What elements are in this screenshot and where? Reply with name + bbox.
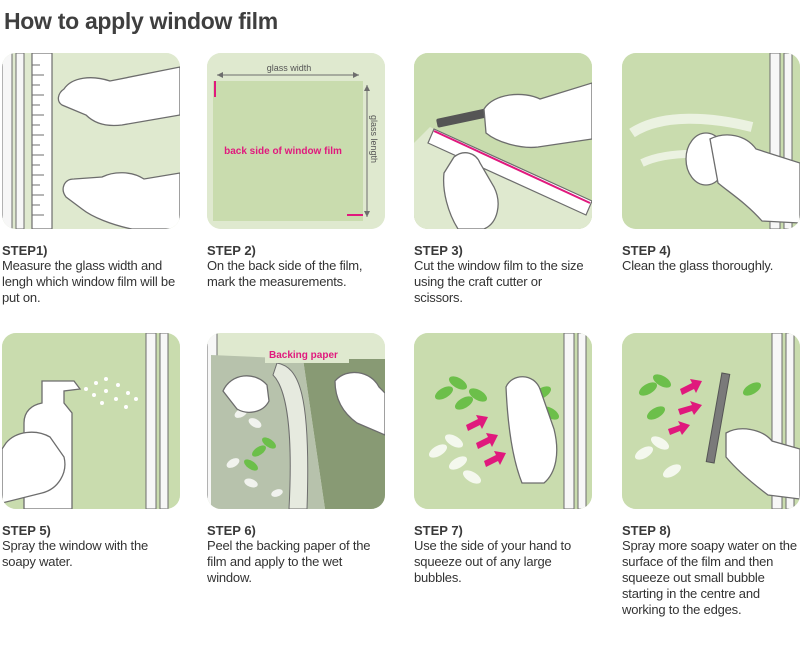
cut-film-illustration bbox=[414, 53, 592, 229]
glass-length-label: glass length bbox=[369, 115, 379, 163]
left-hand-icon bbox=[222, 375, 270, 413]
white-leaf-icon bbox=[634, 436, 682, 478]
step-3-illustration bbox=[414, 53, 592, 229]
step-3: STEP 3) Cut the window film to the size … bbox=[414, 53, 604, 306]
step-4-illustration bbox=[622, 53, 800, 229]
step-1: STEP1) Measure the glass width and lengh… bbox=[2, 53, 192, 306]
glass-width-label: glass width bbox=[267, 63, 312, 73]
squeegee-icon bbox=[705, 372, 731, 464]
step-6: Backing paper STEP 6) Peel the backing p… bbox=[207, 333, 397, 586]
bottom-hand-icon bbox=[62, 172, 180, 229]
step-5-illustration bbox=[2, 333, 180, 509]
film-sheet bbox=[213, 81, 363, 221]
cutter-icon bbox=[436, 108, 487, 128]
squeeze-hand-illustration bbox=[414, 333, 592, 509]
step-6-label: STEP 6) bbox=[207, 523, 256, 538]
step-1-text: Measure the glass width and lengh which … bbox=[2, 258, 175, 305]
step-1-label: STEP1) bbox=[2, 243, 48, 258]
step-8-illustration bbox=[622, 333, 800, 509]
spray-mist-icon bbox=[84, 377, 138, 409]
white-leaf-icon bbox=[428, 434, 482, 484]
step-5-text: Spray the window with the soapy water. bbox=[2, 538, 149, 569]
step-7-label: STEP 7) bbox=[414, 523, 463, 538]
back-side-label: back side of window film bbox=[224, 146, 342, 157]
step-8-label: STEP 8) bbox=[622, 523, 671, 538]
green-leaf-icon bbox=[638, 374, 762, 420]
leaf-pattern bbox=[226, 408, 283, 497]
page-title: How to apply window film bbox=[4, 8, 278, 34]
step-7: STEP 7) Use the side of your hand to squ… bbox=[414, 333, 604, 586]
step-4: STEP 4) Clean the glass thoroughly. bbox=[622, 53, 800, 274]
step-6-text: Peel the backing paper of the film and a… bbox=[207, 538, 371, 585]
step-8: STEP 8) Spray more soapy water on the su… bbox=[622, 333, 800, 618]
step-6-illustration: Backing paper bbox=[207, 333, 385, 509]
step-2-illustration: glass width glass length back side of wi… bbox=[207, 53, 385, 229]
top-hand-icon bbox=[57, 66, 180, 127]
holding-hand-icon bbox=[442, 152, 499, 229]
cut-line bbox=[433, 130, 591, 204]
step-2-text: On the back side of the film, mark the m… bbox=[207, 258, 363, 289]
mark-measurements-illustration: glass width glass length back side of wi… bbox=[207, 53, 385, 229]
step-3-text: Cut the window film to the size using th… bbox=[414, 258, 584, 305]
right-hand-icon bbox=[334, 371, 385, 436]
peeled-film-curl bbox=[272, 362, 309, 509]
squeeze-arrow-icons bbox=[466, 415, 506, 467]
step-1-illustration bbox=[2, 53, 180, 229]
step-2-label: STEP 2) bbox=[207, 243, 256, 258]
green-leaf-icon bbox=[244, 437, 276, 471]
spraying-hand-icon bbox=[2, 431, 66, 504]
step-4-text: Clean the glass thoroughly. bbox=[622, 258, 774, 273]
spray-window-illustration bbox=[2, 333, 180, 509]
step-8-text: Spray more soapy water on the surface of… bbox=[622, 538, 797, 617]
step-2: glass width glass length back side of wi… bbox=[207, 53, 397, 290]
tape-measure-icon bbox=[31, 53, 53, 229]
measure-illustration bbox=[2, 53, 180, 229]
ruler-icon bbox=[427, 128, 592, 216]
backing-paper-label: Backing paper bbox=[269, 350, 338, 361]
cleaning-hand-icon bbox=[709, 134, 800, 224]
squeezing-hand-icon bbox=[505, 376, 558, 484]
step-3-label: STEP 3) bbox=[414, 243, 463, 258]
step-7-illustration bbox=[414, 333, 592, 509]
clean-glass-illustration bbox=[622, 53, 800, 229]
squeegee-hand-icon bbox=[725, 428, 800, 500]
cutting-hand-icon bbox=[483, 82, 592, 149]
squeegee-illustration bbox=[622, 333, 800, 509]
squeeze-arrow-icons bbox=[668, 379, 702, 435]
peel-backing-illustration: Backing paper bbox=[207, 333, 385, 509]
step-5: STEP 5) Spray the window with the soapy … bbox=[2, 333, 192, 570]
step-7-text: Use the side of your hand to squeeze out… bbox=[414, 538, 572, 585]
step-5-label: STEP 5) bbox=[2, 523, 51, 538]
step-4-label: STEP 4) bbox=[622, 243, 671, 258]
